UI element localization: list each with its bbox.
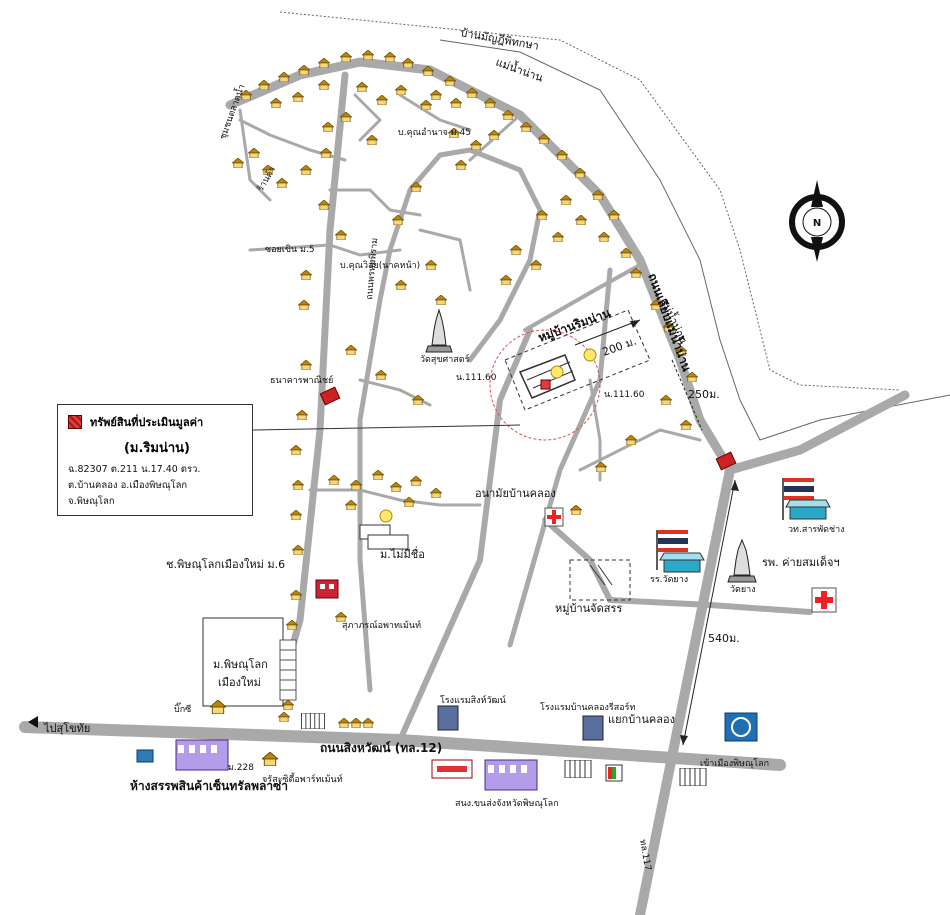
property-swatch-icon bbox=[68, 415, 82, 429]
pawn-label: ธนาคารพาณิชย์ bbox=[270, 374, 333, 386]
info-line-deed: ฉ.82307 ต.211 น.17.40 ตรว. bbox=[68, 464, 201, 475]
apartment-label: จรัสะซิตี้อพาร์ทเม้นท์ bbox=[262, 772, 343, 785]
moo-jatsan-label: หมู่บ้านจัดสรร bbox=[555, 602, 622, 615]
moo-jatsan-boundary bbox=[569, 559, 631, 601]
hotel-bankhlong-icon bbox=[582, 715, 604, 741]
moo-mai-mi-chue-label: ม.ไม่มีชื่อ bbox=[380, 546, 425, 561]
n111-b-label: น.111.60 bbox=[604, 390, 645, 400]
chedi-sakdi-label: ช.พิษณุโลกเมืองใหม่ ม.6 bbox=[166, 557, 285, 571]
m-phitsanulok2-label: เมืองใหม่ bbox=[218, 676, 261, 689]
property-block bbox=[518, 354, 576, 399]
soi-tamru-label: ร้านค้า bbox=[255, 165, 278, 194]
school-wat-yang-icon bbox=[656, 530, 705, 573]
info-line-district: ต.บ้านคลอง อ.เมืองพิษณุโลก bbox=[68, 480, 188, 491]
bus-station-label: สนง.ขนส่งจังหวัดพิษณุโลก bbox=[455, 798, 559, 809]
radius-circle bbox=[489, 329, 601, 441]
thanon-singhawat-label: ถนนสิงหวัฒน์ (ทล.12) bbox=[320, 741, 442, 755]
department-store-icon bbox=[175, 739, 229, 771]
hotel-bankhlong-label: โรงแรมบ้านคลองรีสอร์ท bbox=[540, 701, 635, 713]
river-top-label: แม่น้ำน่าน bbox=[494, 54, 546, 85]
bigc-label: บิ๊กซี bbox=[174, 702, 191, 715]
info-title: (ม.ริมน่าน) bbox=[123, 441, 190, 456]
college-label: วท.สารพัดช่าง bbox=[788, 525, 845, 535]
bus-station-icon bbox=[484, 759, 538, 791]
ban-khun-2-label: บ.คุณวิลัย(นาคหน้า) bbox=[340, 260, 420, 271]
river-bank-inner bbox=[439, 39, 950, 441]
property-marker bbox=[540, 379, 551, 390]
health-center-icon bbox=[544, 507, 564, 527]
hotel-singhawat-icon bbox=[437, 705, 459, 731]
pharmacy-icon bbox=[136, 749, 154, 763]
school-icon bbox=[315, 579, 339, 599]
m-phitsanulok-label: ม.พิษณุโลก bbox=[213, 657, 268, 671]
anamai-label: อนามัยบ้านคลอง bbox=[475, 487, 556, 500]
temple-wat-yang-icon bbox=[727, 538, 757, 583]
hospital-icon bbox=[811, 587, 837, 613]
wat-yang-label: วัดยาง bbox=[730, 585, 756, 595]
yaek-bankhlong-label: แยกบ้านคลอง bbox=[608, 713, 675, 726]
m228-label: ม.228 bbox=[228, 763, 254, 773]
info-header-text: ทรัพย์สินที่ประเมินมูลค่า bbox=[90, 416, 204, 429]
sukhaphan-label: สุภาภรณ์อพาทเม้นท์ bbox=[342, 619, 421, 631]
hotel-singhawat-label: โรงแรมสิงห์วัฒน์ bbox=[440, 694, 506, 706]
soi-left-label: ซอยเขิน ม.5 bbox=[265, 244, 315, 255]
compass-letter: N bbox=[813, 218, 821, 229]
arrow-to-sukhothai-icon bbox=[28, 716, 38, 728]
wat-sukka-label: วัดสุขศาสตร์ bbox=[420, 353, 470, 365]
property-info-box: ทรัพย์สินที่ประเมินมูลค่า (ม.ริมน่าน) ฉ.… bbox=[57, 404, 253, 516]
road-prommarat-label: ถนนพรหมพิราม bbox=[364, 237, 380, 300]
dist-250-label: 250ม. bbox=[688, 388, 720, 401]
info-line-province: จ.พิษณุโลก bbox=[68, 496, 115, 507]
moo-rimnan-boundary bbox=[504, 309, 651, 411]
road-rimnan-label: ถนนเลียบแม่น้ำน่าน bbox=[645, 270, 697, 374]
department-store-label: ห้างสรรพสินค้าเซ็นทรัลพลาซ่า bbox=[130, 778, 288, 793]
college-icon bbox=[782, 478, 831, 520]
school-yang-label: รร.วัดยาง bbox=[650, 575, 688, 585]
n111-a-label: น.111.60 bbox=[456, 373, 497, 383]
compass-icon: N bbox=[789, 180, 845, 262]
hospital-label: รพ. ค่ายสมเด็จฯ bbox=[762, 555, 840, 569]
temple-sukka-icon bbox=[425, 308, 453, 353]
dist-540-label: 540ม. bbox=[708, 632, 740, 645]
khao-mueang-label: เข้าเมืองพิษณุโลก bbox=[700, 758, 769, 769]
m-phitsanulok-boundary bbox=[202, 617, 284, 707]
pai-sukhothai-label: ไปสุโขทัย bbox=[43, 721, 90, 735]
ban-khun-45-label: บ.คุณอำนาจ ม.45 bbox=[398, 127, 471, 138]
info-header: ทรัพย์สินที่ประเมินมูลค่า bbox=[68, 413, 246, 431]
